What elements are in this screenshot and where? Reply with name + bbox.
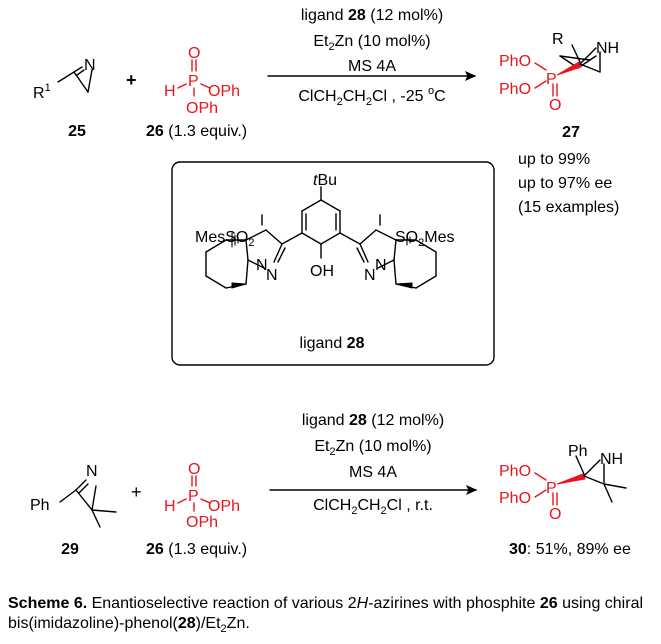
prod27-P: P bbox=[546, 71, 557, 88]
s1-reagent-ms: MS 4A bbox=[348, 58, 396, 75]
ligand-OH: OH bbox=[310, 263, 334, 280]
product-30-bonds-red bbox=[534, 472, 558, 506]
s1-reagent-solvent: ClCH2CH2Cl , -25 oC bbox=[298, 85, 445, 108]
phos1-OPh-right: OPh bbox=[208, 83, 240, 100]
ligand-SO2Mes: SO2Mes bbox=[395, 229, 454, 249]
prod30-NH: NH bbox=[600, 451, 623, 468]
ligand-MesSO2: MesSO2 bbox=[195, 229, 254, 249]
prod27-PhO1: PhO bbox=[499, 53, 531, 70]
phos2-P: P bbox=[188, 488, 199, 505]
s2-reagent-zn: Et2Zn (10 mol%) bbox=[314, 438, 431, 458]
s2-reagent-ms: MS 4A bbox=[349, 464, 397, 481]
plus-1: + bbox=[126, 70, 137, 90]
prod27-PhO2: PhO bbox=[499, 81, 531, 98]
product-27-bonds-red bbox=[534, 62, 558, 97]
ligand-tBu: tBu bbox=[313, 172, 337, 189]
phos2-H: H bbox=[164, 498, 176, 515]
result-examples: (15 examples) bbox=[518, 199, 619, 216]
ligand-N-left-top: N bbox=[256, 257, 268, 274]
label-30: 30: 51%, 89% ee bbox=[509, 541, 631, 558]
ligand-N-right-top: N bbox=[375, 257, 387, 274]
label-29: 29 bbox=[61, 541, 79, 558]
ligand-wedge-left bbox=[231, 282, 247, 289]
product-30-ring bbox=[575, 455, 627, 503]
phos2-OPh-bottom: OPh bbox=[186, 514, 218, 531]
phos1-O: O bbox=[188, 45, 200, 62]
prod30-PhO1: PhO bbox=[499, 463, 531, 480]
prod27-O: O bbox=[549, 97, 561, 114]
label-26b: 26 (1.3 equiv.) bbox=[146, 541, 247, 558]
azirine-25-structure bbox=[57, 66, 93, 93]
prod30-P: P bbox=[546, 480, 557, 497]
ligand-N-left-bottom: N bbox=[266, 267, 278, 284]
scheme-canvas: ligand 28 (12 mol%) Et2Zn (10 mol%) MS 4… bbox=[30, 7, 631, 558]
azirine-25-R: R1 bbox=[33, 82, 51, 102]
phos2-O: O bbox=[188, 461, 200, 478]
ligand-wedge-right bbox=[395, 282, 413, 289]
prod27-NH: NH bbox=[596, 40, 619, 57]
phos1-P: P bbox=[188, 73, 199, 90]
result-ee: up to 97% ee bbox=[518, 175, 612, 192]
azirine-29-Ph: Ph bbox=[30, 497, 50, 514]
ligand-N-right-bottom: N bbox=[364, 267, 376, 284]
phos1-OPh-bottom: OPh bbox=[186, 100, 218, 117]
phos1-H: H bbox=[164, 83, 176, 100]
label-25: 25 bbox=[68, 123, 86, 140]
wedge-bond-30 bbox=[556, 473, 586, 485]
ligand-caption: ligand 28 bbox=[300, 335, 365, 352]
phosphite-26-structure bbox=[177, 59, 211, 97]
prod27-R: R bbox=[552, 31, 564, 48]
result-yield: up to 99% bbox=[518, 151, 590, 168]
scheme-caption: Scheme 6. Enantioselective reaction of v… bbox=[8, 595, 644, 636]
prod30-Ph: Ph bbox=[568, 443, 588, 460]
ligand-stereo-hashes bbox=[231, 232, 411, 248]
ligand-28-structure bbox=[205, 186, 437, 289]
azirine-29-N: N bbox=[86, 463, 98, 480]
s2-reagent-ligand: ligand 28 (12 mol%) bbox=[302, 412, 444, 429]
phos2-OPh-right: OPh bbox=[208, 498, 240, 515]
phosphite-26b-structure bbox=[177, 475, 211, 512]
caption-title: Scheme 6. bbox=[8, 595, 88, 612]
s1-reagent-ligand: ligand 28 (12 mol%) bbox=[301, 7, 443, 24]
prod30-O: O bbox=[549, 506, 561, 523]
plus-2: + bbox=[131, 482, 142, 502]
azirine-25-N: N bbox=[84, 57, 96, 74]
product-27-ring bbox=[571, 44, 601, 73]
label-27: 27 bbox=[562, 124, 580, 141]
ligand-box bbox=[171, 161, 495, 366]
label-26: 26 (1.3 equiv.) bbox=[146, 123, 247, 140]
s1-reagent-zn: Et2Zn (10 mol%) bbox=[313, 33, 430, 53]
wedge-bond-27 bbox=[556, 61, 582, 76]
s2-reagent-solvent: ClCH2CH2Cl , r.t. bbox=[313, 497, 433, 517]
azirine-29-structure bbox=[59, 479, 117, 528]
prod30-PhO2: PhO bbox=[499, 490, 531, 507]
